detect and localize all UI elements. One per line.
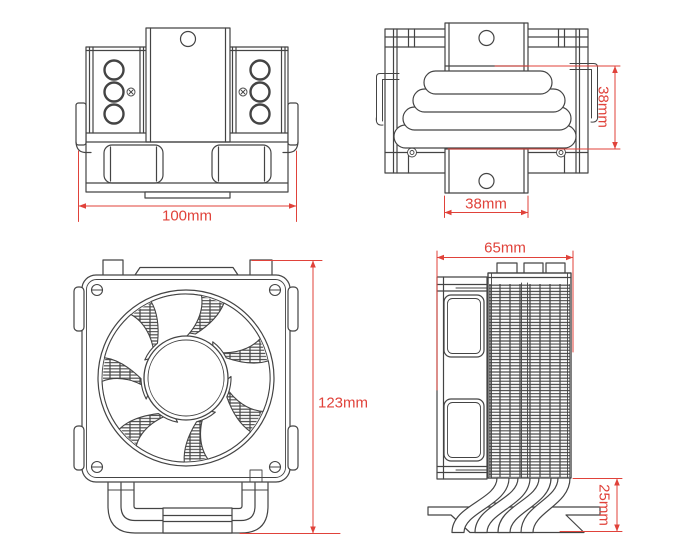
dim-label-base-clearance: 25mm — [595, 484, 613, 526]
dim-38mm-vertical — [447, 65, 621, 150]
fan-hub — [143, 335, 229, 421]
heatpipe-top-tab — [496, 262, 518, 275]
fan-side-profile — [436, 276, 488, 480]
fan-corner-screws — [90, 283, 282, 474]
dim-label-top-width: 100mm — [161, 207, 213, 225]
fan-frame-top-view — [103, 144, 272, 184]
mount-hole — [179, 30, 197, 48]
fan-clip-wire-right — [569, 63, 599, 123]
dim-123mm — [239, 260, 341, 534]
heatpipe-loops — [393, 70, 577, 149]
mount-plate-top — [145, 27, 231, 143]
frame-notch — [249, 469, 263, 483]
front-view — [73, 259, 299, 534]
top-tab — [249, 259, 273, 277]
cpu-base-block — [162, 507, 233, 534]
dim-label-side-depth: 65mm — [484, 239, 526, 257]
top-fin-edge — [134, 266, 239, 276]
side-view — [427, 262, 601, 534]
screw-icon — [238, 87, 248, 97]
screw-icon — [90, 460, 104, 474]
heatpipe-top-tab — [545, 262, 566, 275]
heatpipes-bent — [451, 477, 571, 534]
side-clips-front — [73, 286, 299, 471]
top-tab — [102, 259, 124, 277]
retention-clip-left — [75, 102, 92, 154]
fins — [489, 284, 570, 477]
dimension-lines — [78, 65, 623, 534]
screw-icon — [407, 147, 417, 158]
clip-bulge — [443, 398, 485, 462]
screw-icon — [90, 283, 104, 297]
dim-100mm — [78, 150, 297, 222]
dim-65mm — [436, 250, 574, 391]
dim-label-overall-height: 123mm — [317, 394, 369, 412]
mount-hole — [478, 29, 495, 47]
mount-hole — [478, 172, 495, 190]
heatpipe-ends-left — [103, 59, 125, 125]
fin-stack — [487, 262, 572, 479]
dim-label-mount-plate-width: 38mm — [465, 195, 507, 213]
dim-38mm-horizontal — [444, 195, 529, 218]
fan-tab — [144, 191, 231, 199]
heatpipe-top-tab — [523, 262, 544, 275]
clip-bulge — [443, 294, 485, 358]
fan-opening — [97, 289, 275, 467]
rear-top-view — [375, 22, 599, 194]
fan-clip-wire-left — [375, 73, 400, 126]
heatpipe-ends-right — [249, 59, 271, 125]
retention-clip-right — [282, 102, 299, 154]
screw-icon — [268, 283, 282, 297]
top-view — [75, 27, 299, 199]
dim-25mm — [559, 478, 623, 532]
screw-icon — [126, 87, 136, 97]
screw-icon — [268, 460, 282, 474]
dim-label-heatpipe-stack-height: 38mm — [594, 86, 612, 128]
